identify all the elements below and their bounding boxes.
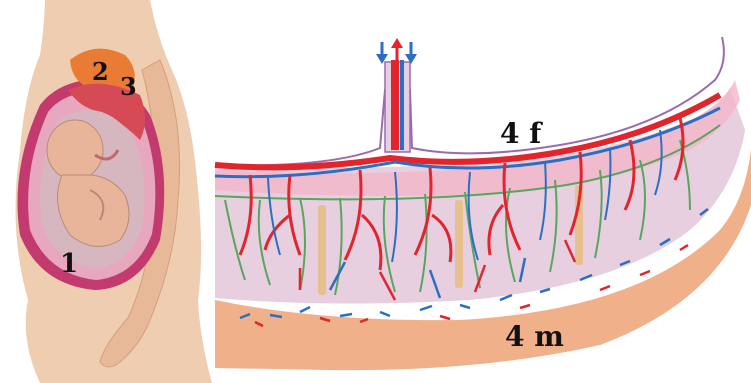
label-uterus-wall: 1	[60, 249, 78, 279]
label-placenta-3: 3	[120, 72, 137, 101]
placenta-cross-section	[215, 37, 751, 370]
label-fetal-part: 4 f	[500, 117, 543, 150]
label-maternal-part: 4 m	[505, 320, 564, 353]
label-placenta-2: 2	[92, 57, 109, 86]
